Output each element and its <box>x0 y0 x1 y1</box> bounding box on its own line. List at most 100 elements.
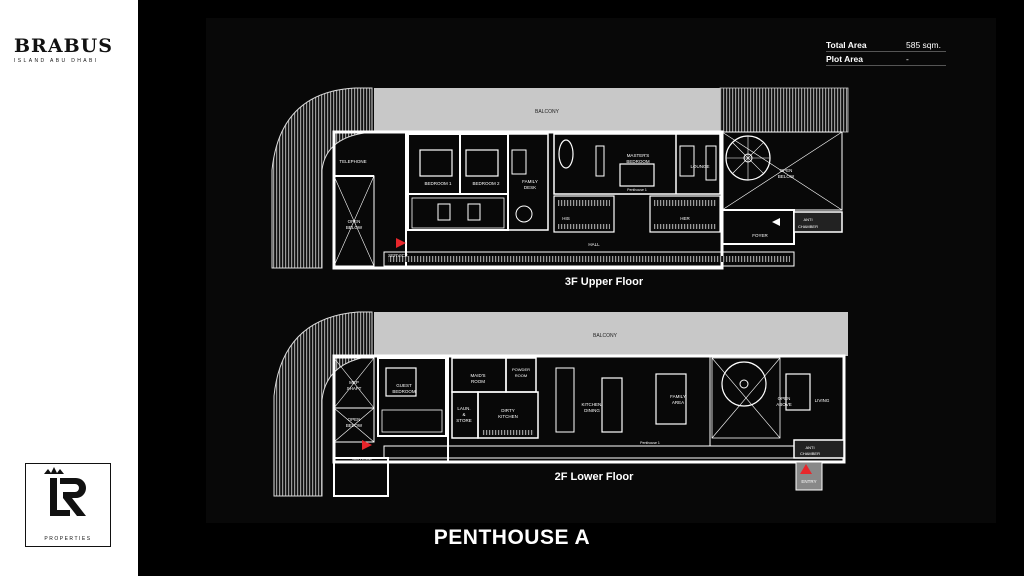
brabus-logo: BRABUS ISLAND ABU DHABI <box>14 36 124 64</box>
powder-room-label: ROOM <box>515 373 527 378</box>
upper-bathrooms <box>411 197 505 229</box>
table-icon <box>515 205 533 223</box>
her-label: HER <box>680 216 690 221</box>
bedroom2-label: BEDROOM 2 <box>472 181 500 186</box>
sofa-icon <box>785 373 811 411</box>
bathtub-icon <box>558 139 574 169</box>
area-table: Total Area 585 sqm. Plot Area - <box>826 38 946 66</box>
service-marker-icon <box>396 238 406 248</box>
lower-floor-label: 2F Lower Floor <box>554 471 634 483</box>
lower-floor-plan: BALCONY MEP SHAFT OP <box>273 311 848 497</box>
upper-floor-plan: BALCONY <box>271 87 849 270</box>
kitchen-dining-label: KITCHEN/ <box>581 402 603 407</box>
powder-room-label: POWDER <box>512 367 530 372</box>
mep-shaft-label: MEP <box>349 380 359 385</box>
laundry-label: LAUN. <box>457 406 470 411</box>
upper-open-below-left <box>333 175 375 267</box>
bed-icon <box>385 367 417 397</box>
lower-entry <box>795 461 823 491</box>
lower-open-below <box>333 407 375 443</box>
lower-balcony <box>374 312 848 356</box>
dirty-kitchen-label: KITCHEN <box>498 414 518 419</box>
area-row-total: Total Area 585 sqm. <box>826 38 946 52</box>
open-below-label: OPEN <box>348 219 361 224</box>
hall-label: HALL <box>588 242 600 247</box>
his-label: HIS <box>562 216 570 221</box>
maids-room-label: MAID'S <box>470 373 485 378</box>
lower-guest-bedroom <box>377 357 447 437</box>
area-row-plot: Plot Area - <box>826 52 946 66</box>
dining-table-icon <box>601 377 623 433</box>
logo-subtitle: PROPERTIES <box>44 536 92 542</box>
lower-dirty-kitchen <box>477 391 539 439</box>
lower-anti-chamber <box>793 439 845 459</box>
upper-master-suite <box>553 133 721 195</box>
bed-icon <box>619 163 655 187</box>
upper-curved-terrace <box>271 87 373 269</box>
anti-chamber-label: ANTI <box>805 445 814 450</box>
maids-room-label: ROOM <box>471 379 485 384</box>
lower-open-above <box>711 357 781 439</box>
lounge-label: LOUNGE <box>690 164 709 169</box>
page-title: PENTHOUSE A <box>433 526 591 549</box>
lower-corridor <box>383 445 845 459</box>
sofa-icon <box>655 373 687 425</box>
lower-balcony-label: BALCONY <box>593 333 618 339</box>
open-below-label: BELOW <box>346 225 363 230</box>
anti-chamber-label: CHAMBER <box>800 451 820 456</box>
family-area-label: FAMILY <box>670 394 686 399</box>
service-marker-icon <box>362 440 372 450</box>
anti-chamber-label: ANTI <box>803 217 812 222</box>
upper-corridor <box>383 251 795 267</box>
entry-marker-icon <box>800 464 812 474</box>
penthouse-label: Penthouse 1 <box>627 188 647 192</box>
open-below-label: BELOW <box>346 423 363 428</box>
family-area-label: AREA <box>672 400 684 405</box>
lr-logo-icon <box>44 467 86 516</box>
master-bedroom-label: MASTER'S <box>627 153 650 158</box>
lr-properties-logo: PROPERTIES <box>25 463 111 547</box>
upper-her-closet <box>649 195 721 233</box>
anti-chamber-label: CHAMBER <box>798 224 818 229</box>
penthouse-label: Penthouse 1 <box>640 441 660 445</box>
brand-subtitle: ISLAND ABU DHABI <box>14 58 99 64</box>
family-desk-label: DESK <box>524 185 536 190</box>
upper-balcony <box>374 88 720 132</box>
area-value: - <box>906 53 909 64</box>
spiral-stair-icon <box>721 361 767 407</box>
kitchen-island-icon <box>555 367 575 433</box>
open-above-label: ABOVE <box>776 402 792 407</box>
open-above-label: OPEN <box>778 396 791 401</box>
family-desk-label: FAMILY <box>522 179 538 184</box>
service-label: SERVICE <box>388 253 408 258</box>
area-label: Plot Area <box>826 53 864 64</box>
telephone-label: TELEPHONE <box>339 159 366 164</box>
dirty-kitchen-label: DIRTY <box>501 408 514 413</box>
open-below-label: BELOW <box>778 174 795 179</box>
sidebar: BRABUS ISLAND ABU DHABI PROPERTIES <box>0 0 138 576</box>
upper-floor-label: 3F Upper Floor <box>564 276 644 288</box>
laundry-label: & <box>462 412 465 417</box>
bed-icon <box>465 149 499 177</box>
open-below-label: OPEN <box>348 417 361 422</box>
upper-family-desk-room <box>507 133 549 231</box>
mep-shaft-label: SHAFT <box>347 386 362 391</box>
entry-label: ENTRY <box>801 479 816 484</box>
bedroom1-label: BEDROOM 1 <box>424 181 452 186</box>
guest-bedroom-label: GUEST <box>396 383 412 388</box>
area-value: 585 sqm. <box>906 39 941 50</box>
foyer-label: FOYER <box>752 233 768 238</box>
lower-curved-terrace <box>273 311 373 497</box>
lower-service-area <box>333 457 389 497</box>
laundry-label: STORE <box>456 418 471 423</box>
upper-anti-chamber <box>793 211 843 233</box>
open-below-label: OPEN <box>780 168 793 173</box>
upper-right-terrace <box>719 87 849 133</box>
upper-balcony-label: BALCONY <box>535 109 560 115</box>
upper-his-closet <box>553 195 615 233</box>
entry-arrow-icon <box>772 218 780 226</box>
guest-bedroom-label: BEDROOM <box>392 389 416 394</box>
kitchen-dining-label: DINING <box>584 408 600 413</box>
area-label: Total Area <box>826 39 867 50</box>
